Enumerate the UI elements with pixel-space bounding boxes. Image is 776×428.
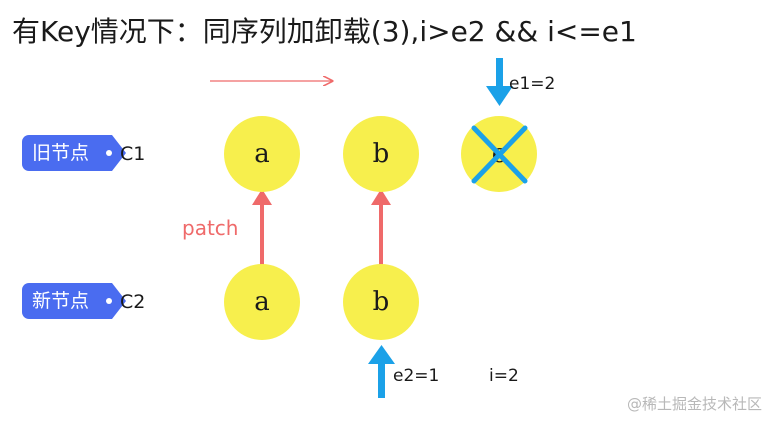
new-children-label: C2	[120, 291, 146, 313]
e1-pointer-arrow	[486, 58, 513, 106]
new-nodes-tag-label: 新节点	[32, 290, 90, 312]
e2-label: e2=1	[393, 366, 440, 386]
patch-label: patch	[182, 216, 239, 240]
new-node-b: b	[343, 264, 419, 340]
old-nodes-tag-label: 旧节点	[32, 142, 90, 164]
tag-hole-icon	[106, 150, 112, 156]
tag-hole-icon	[106, 298, 112, 304]
old-node-b: b	[343, 116, 419, 192]
new-node-a: a	[224, 264, 300, 340]
patch-arrow-a	[252, 189, 272, 265]
old-nodes-tag: 旧节点	[22, 135, 126, 171]
e2-pointer-arrow	[368, 345, 395, 398]
e1-label: e1=2	[509, 74, 556, 94]
new-nodes-tag: 新节点	[22, 283, 126, 319]
old-children-label: C1	[120, 143, 146, 165]
page-title: 有Key情况下：同序列加卸载(3),i>e2 && i<=e1	[12, 15, 637, 48]
i-label: i=2	[489, 366, 519, 386]
patch-arrow-b	[371, 189, 391, 265]
watermark: @稀土掘金技术社区	[626, 395, 762, 413]
old-node-a: a	[224, 116, 300, 192]
